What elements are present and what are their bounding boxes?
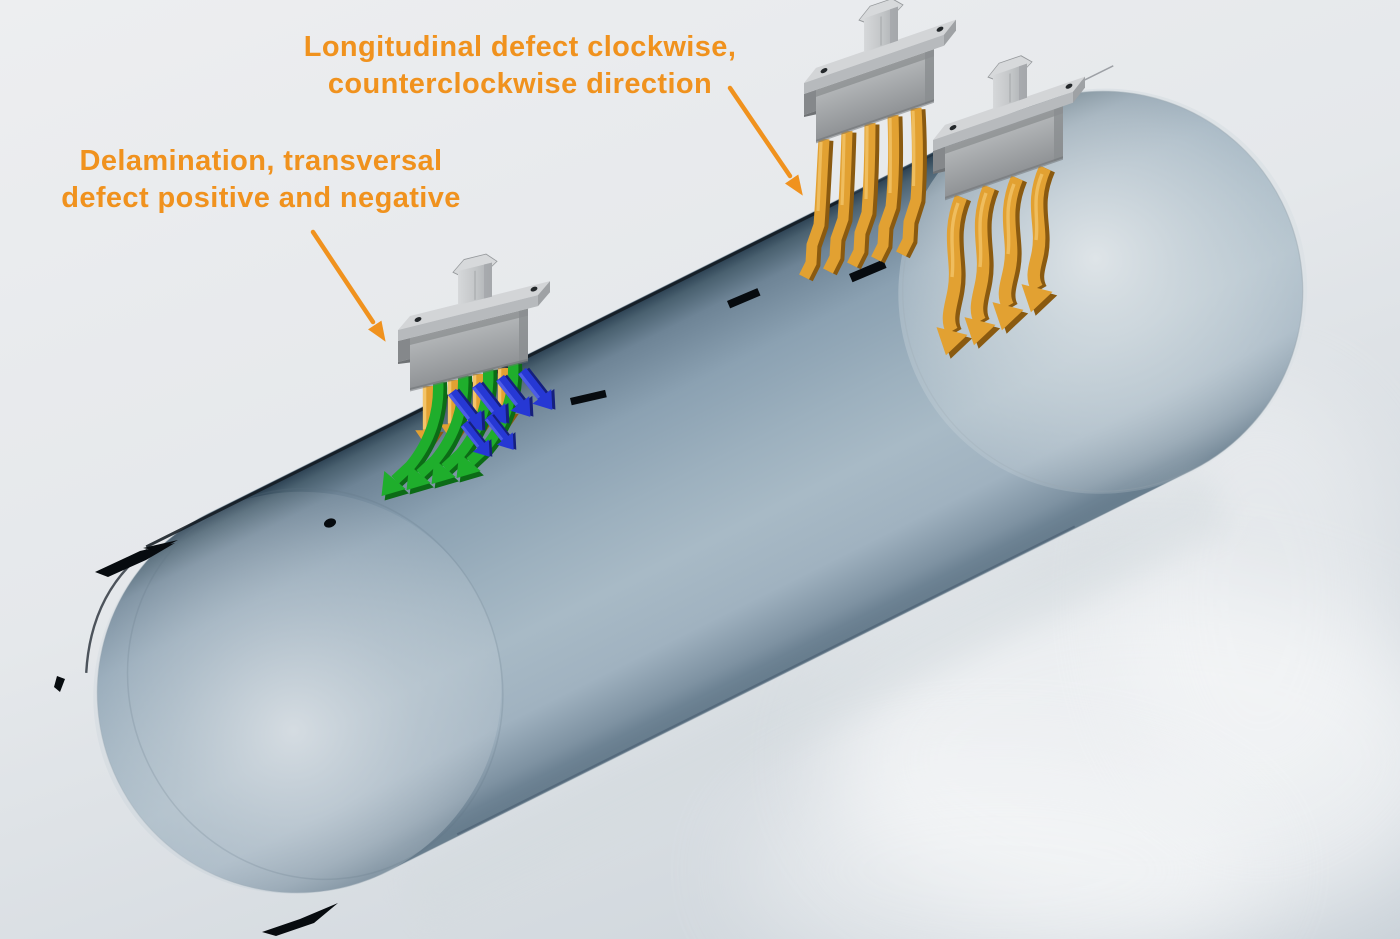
- defect-wedge: [143, 540, 178, 551]
- vessel-bottom-edge: [456, 525, 1076, 836]
- annotation-delamination-defect: Delamination, transversal defect positiv…: [46, 143, 476, 217]
- defect-wedge: [95, 543, 175, 577]
- defect-marks: [54, 259, 887, 936]
- sensor-longitudinal-right: [932, 33, 1086, 359]
- defect-hole: [323, 518, 337, 528]
- annotation-line: defect positive and negative: [61, 182, 461, 214]
- annotation-longitudinal-defect: Longitudinal defect clockwise, countercl…: [285, 29, 755, 103]
- leader-arrow-delamination: [310, 229, 386, 342]
- defect-wedge: [54, 676, 65, 692]
- sensor-longitudinal-left: [799, 0, 957, 282]
- defect-slash: [849, 259, 887, 283]
- leader-arrow-longitudinal: [727, 85, 803, 196]
- annotation-line: Delamination, transversal: [79, 145, 443, 177]
- probe-ribbons-orange: [936, 165, 1058, 359]
- annotation-line: Longitudinal defect clockwise,: [303, 31, 737, 63]
- defect-slash: [727, 288, 761, 309]
- probe-strips-orange: [799, 107, 927, 282]
- vessel-left-dome: [93, 491, 502, 894]
- defect-slash: [570, 389, 607, 406]
- vessel-right-dome: [898, 88, 1308, 494]
- defect-wedge: [262, 903, 338, 936]
- annotation-line: counterclockwise direction: [327, 68, 713, 100]
